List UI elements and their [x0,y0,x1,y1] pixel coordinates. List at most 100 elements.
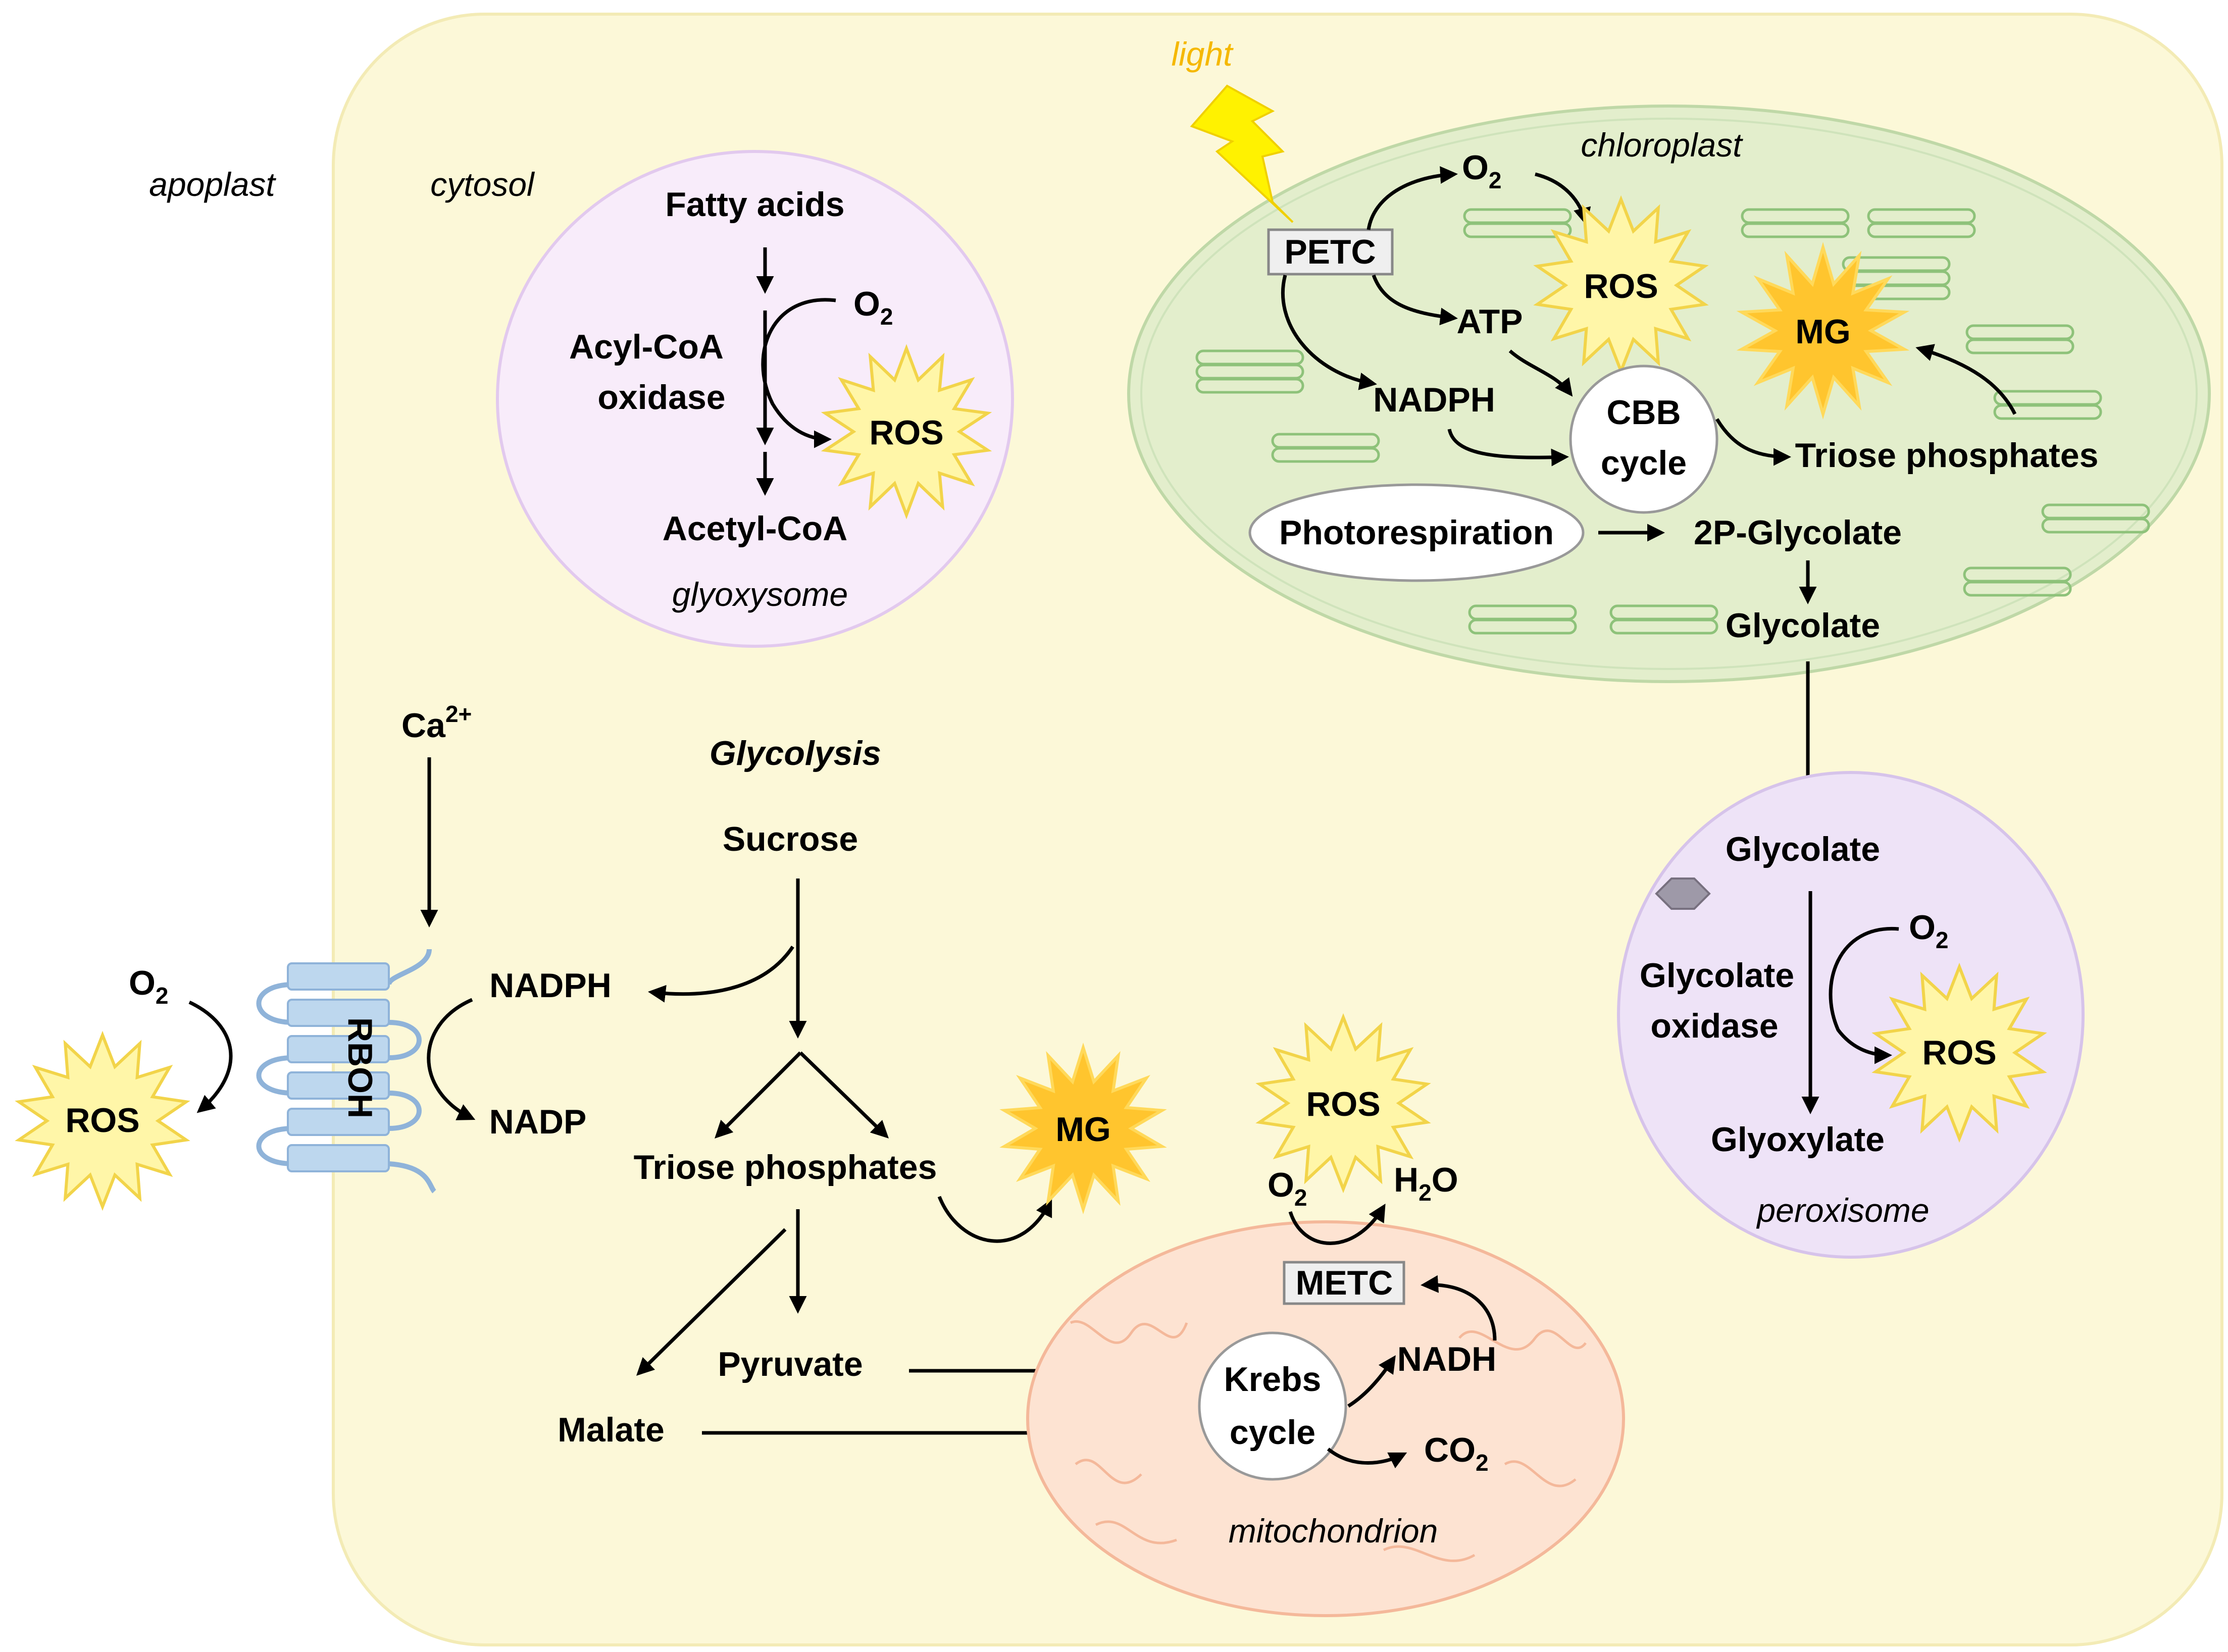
mitochondrion-label: mitochondrion [1229,1512,1438,1550]
thylakoid [1993,404,2102,420]
glycolate-oxidase-line1: Glycolate [1640,956,1794,995]
malate-label: Malate [558,1411,665,1449]
mito-o2-label: O2 [1268,1166,1307,1211]
arrow-triose-to-mg [1915,344,2017,415]
arrow-split-right [799,1051,889,1139]
nadh-label: NADH [1397,1340,1496,1378]
arrow-petc-to-nadph [1281,275,1377,390]
chloroplast-glycolate-label: Glycolate [1726,606,1880,645]
chloroplast: chloroplast light PETC O2 ATP NADPH ROS … [1127,35,2211,683]
peroxisome-label: peroxisome [1756,1192,1929,1229]
cbb-label-line1: CBB [1606,393,1681,432]
arrow-petc-to-o2 [1366,166,1458,230]
arrow-triose-to-malate [636,1228,787,1376]
lightning-bolt-icon [1190,84,1294,223]
plasma-membrane-rboh: Ca2+ RBOH O2 ROS NADPH NADP [15,701,612,1211]
glycolysis-title: Glycolysis [710,734,881,772]
arrow-krebs-to-co2 [1327,1448,1407,1469]
mitochondrion: mitochondrion Krebs cycle NADH CO2 METC … [1026,1013,1625,1617]
chloroplast-mg-burst: MG [1736,242,1910,420]
light-label: light [1171,35,1234,73]
arrow-o2-to-h2o [1288,1204,1386,1245]
acyl-coa-oxidase-line1: Acyl-CoA [569,328,724,366]
arrow-o2-to-ros-peroxisome [1829,926,1899,1064]
arrow-sucrose-to-nadph [648,946,794,1003]
krebs-cycle-circle [1198,1331,1347,1481]
glyoxysome: glyoxysome Fatty acids Acyl-CoA oxidase … [496,150,1014,648]
thylakoid [1609,618,1718,635]
membrane-nadp-label: NADP [489,1103,587,1141]
sucrose-label: Sucrose [723,820,858,858]
thylakoid-stacks [1195,208,2150,635]
glyoxysome-label: glyoxysome [672,576,848,613]
thylakoid [1463,222,1572,238]
thylakoid [1965,338,2074,354]
h2o-label: H2O [1394,1161,1458,1206]
glycolysis-mg-label: MG [1055,1110,1111,1149]
krebs-label-line2: cycle [1230,1413,1315,1452]
peroxisome-ros-label: ROS [1922,1034,1996,1072]
hexagon-icon [1655,877,1711,910]
glycolate-2p-label: 2P-Glycolate [1694,513,1902,552]
arrow-nadph-to-nadp [427,998,476,1120]
glycolysis-triose-label: Triose phosphates [634,1148,937,1186]
chloroplast-ros-label: ROS [1584,267,1658,305]
thylakoid [1867,222,1976,238]
arrow-krebs-to-nadh [1347,1355,1396,1408]
calcium-label: Ca2+ [401,701,472,745]
membrane-ros-label: ROS [65,1101,139,1140]
thylakoid [1963,581,2072,597]
mitochondrion-cristae [1070,1320,1587,1562]
arrow-o2-to-ros-membrane [188,1000,233,1113]
arrow-o2-to-ros-glyoxysome [761,298,836,448]
membrane-o2-label: O2 [129,964,169,1009]
pyruvate-label: Pyruvate [718,1345,863,1383]
peroxisome-glycolate-label: Glycolate [1726,830,1880,868]
arrow-triose-to-mg [937,1196,1052,1243]
cytosol-label: cytosol [430,166,535,203]
petc-box [1267,228,1394,276]
membrane-nadph-label: NADPH [489,966,612,1005]
arrow-nadph-to-cbb [1447,429,1569,467]
chloroplast-o2-label: O2 [1462,148,1502,193]
metc-box [1283,1261,1405,1305]
atp-label: ATP [1457,302,1523,341]
acetyl-coa-label: Acetyl-CoA [663,509,848,548]
metc-label: METC [1296,1264,1393,1302]
chloroplast-nadph-label: NADPH [1373,381,1495,419]
photorespiration-ellipse [1248,483,1585,582]
thylakoid [1468,618,1577,635]
rboh-transmembrane-loops [256,949,436,1194]
glycolysis-pathway: Glycolysis Sucrose Triose phosphates MG … [558,734,1205,1449]
acyl-coa-oxidase-line2: oxidase [597,378,725,417]
arrow-split-left [715,1051,802,1139]
co2-label: CO2 [1424,1431,1489,1476]
photorespiration-label: Photorespiration [1279,513,1554,552]
krebs-label-line1: Krebs [1224,1360,1322,1399]
peroxisome-ros-burst: ROS [1871,962,2047,1143]
arrow-atp-to-cbb [1508,349,1573,397]
arrow-nadh-to-metc [1421,1275,1497,1341]
thylakoid [2041,518,2150,534]
peroxisome-o2-label: O2 [1909,908,1949,953]
arrow-cbb-to-triose [1715,418,1791,466]
peroxisome: peroxisome Glycolate O2 Glycolate oxidas… [1617,771,2085,1259]
chloroplast-label: chloroplast [1581,126,1743,164]
glycolate-oxidase-line2: oxidase [1650,1007,1778,1045]
apoplast-label: apoplast [149,166,276,203]
thylakoid [1271,447,1380,463]
mito-ros-label: ROS [1306,1085,1380,1123]
glyoxysome-ros-label: ROS [869,414,943,452]
glyoxysome-o2-label: O2 [853,285,893,330]
glycolysis-mg-burst: MG [999,1042,1167,1215]
mito-ros-burst: ROS [1255,1013,1431,1194]
glyoxylate-label: Glyoxylate [1711,1120,1885,1159]
membrane-ros-burst: ROS [15,1030,190,1211]
rboh-label: RBOH [341,1017,379,1118]
thylakoid [1741,222,1850,238]
petc-label: PETC [1284,233,1376,271]
fatty-acids-label: Fatty acids [665,185,844,224]
cbb-label-line2: cycle [1601,444,1687,482]
chloroplast-ros-burst: ROS [1533,195,1709,376]
